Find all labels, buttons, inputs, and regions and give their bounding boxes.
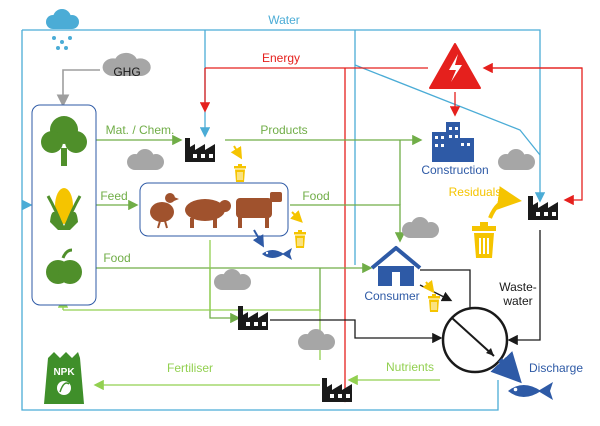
- chicken-icon: [150, 193, 179, 229]
- corn-icon: [46, 188, 82, 230]
- fertiliser-label: Fertiliser: [167, 361, 213, 375]
- cloud-icon: [402, 217, 439, 238]
- energy-flows: [199, 62, 583, 403]
- cloud-icon: [127, 149, 164, 170]
- factory-icon: [185, 138, 215, 162]
- mat-chem-label: Mat. / Chem.: [106, 123, 175, 137]
- pig-icon: [185, 199, 231, 228]
- discharge-arrow: [490, 351, 522, 384]
- consumer-label: Consumer: [364, 289, 419, 303]
- trash-bin-icon: [471, 221, 497, 259]
- residual-arrow: [230, 145, 243, 160]
- food-label-plants: Food: [103, 251, 130, 265]
- food-label-animals: Food: [302, 189, 329, 203]
- products-label: Products: [260, 123, 307, 137]
- factory-icon: [528, 196, 558, 220]
- trash-bin-icon: [427, 293, 441, 313]
- residuals-label: Residuals: [449, 185, 502, 199]
- ghg-label: GHG: [113, 65, 140, 79]
- buildings-icon: [432, 122, 474, 162]
- rain-cloud-icon: [46, 9, 79, 50]
- cloud-icon: [298, 329, 335, 350]
- cloud-icon: [214, 269, 251, 290]
- discharge-label: Discharge: [529, 361, 583, 375]
- water-flows: [21, 29, 546, 411]
- energy-label: Energy: [262, 51, 300, 65]
- trash-bin-icon: [293, 229, 307, 249]
- residual-arrow: [422, 280, 435, 294]
- ghg-arrow: [56, 69, 100, 108]
- wastewater-label-2: water: [502, 294, 532, 308]
- construction-label: Construction: [421, 163, 488, 177]
- fertiliser-bag-icon: [44, 352, 84, 404]
- high-voltage-icon: [429, 43, 481, 89]
- fish-arrow: [252, 229, 264, 248]
- treatment-plant-icon: [441, 306, 509, 374]
- factory-icon: [322, 378, 352, 402]
- fish-icon: [262, 248, 292, 260]
- apple-icon: [46, 248, 82, 284]
- water-label: Water: [268, 13, 300, 27]
- cloud-icon: [498, 149, 535, 170]
- material-flows: [96, 134, 423, 324]
- residuals-arrow: [488, 186, 522, 219]
- tree-icon: [41, 116, 87, 166]
- feed-label: Feed: [100, 189, 127, 203]
- npk-label: NPK: [53, 367, 75, 378]
- cow-icon: [236, 192, 282, 228]
- fish-icon: [508, 382, 553, 400]
- house-icon: [370, 246, 422, 286]
- trash-bin-icon: [233, 163, 247, 183]
- wastewater-label-1: Waste-: [499, 280, 537, 294]
- nutrients-label: Nutrients: [386, 360, 434, 374]
- residual-arrow: [290, 210, 303, 223]
